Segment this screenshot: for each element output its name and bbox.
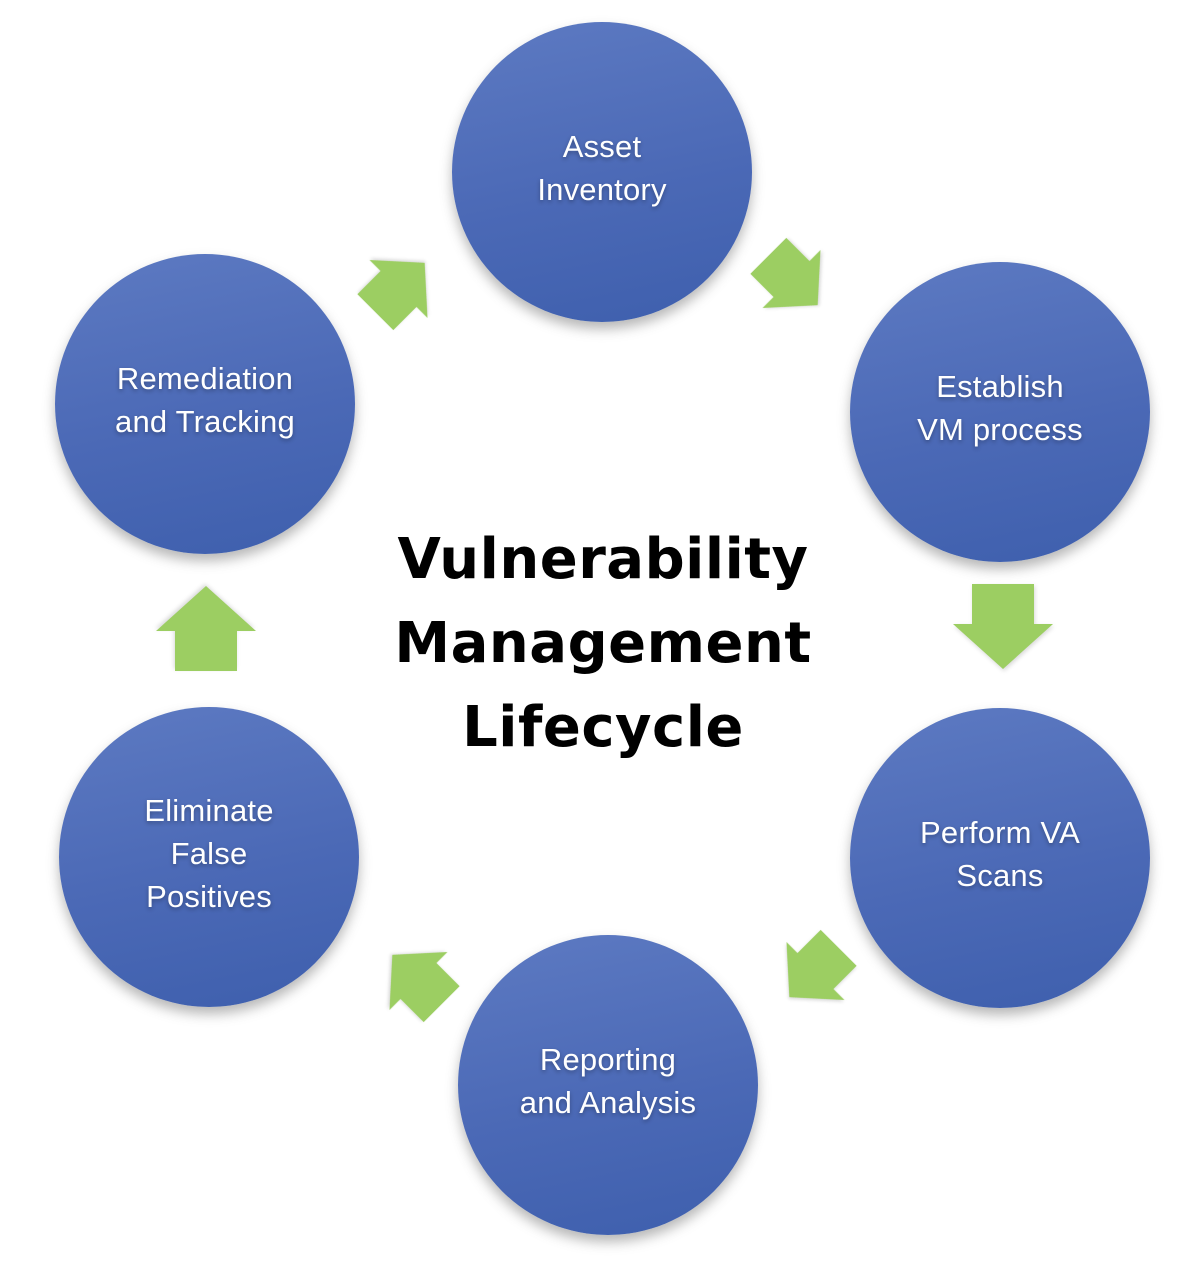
arrow-reporting-to-eliminate-icon: [363, 926, 470, 1033]
node-reporting-and-analysis: Reporting and Analysis: [458, 935, 758, 1235]
node-label-line: Scans: [956, 858, 1044, 893]
diagram-title-line: Management: [394, 611, 812, 676]
node-label-line: Reporting: [539, 1042, 677, 1077]
node-label-line: Asset: [562, 129, 642, 164]
node-establish-vm-process-label: Establish VM process: [917, 365, 1083, 451]
arrow-eliminate-to-remediation-icon: [156, 586, 256, 671]
node-asset-inventory: Asset Inventory: [452, 22, 752, 322]
arrow-perform-to-reporting-icon: [760, 919, 867, 1026]
node-label-line: Remediation: [116, 361, 294, 396]
diagram-title-line: Lifecycle: [462, 695, 744, 760]
node-label-line: and Analysis: [519, 1085, 697, 1120]
node-eliminate-false-positives: Eliminate False Positives: [59, 707, 359, 1007]
node-label-line: Eliminate: [144, 792, 274, 828]
node-reporting-and-analysis-label: Reporting and Analysis: [520, 1038, 696, 1124]
diagram-title-line: Vulnerability: [397, 527, 809, 592]
node-eliminate-false-positives-label: Eliminate False Positives: [144, 789, 273, 918]
node-label-line: Establish: [936, 369, 1064, 404]
arrow-asset-to-establish-icon: [739, 227, 846, 334]
arrow-remediation-to-asset-icon: [346, 234, 453, 341]
node-label-line: Positives: [146, 878, 272, 914]
node-remediation-and-tracking: Remediation and Tracking: [55, 254, 355, 554]
node-perform-va-scans-label: Perform VA Scans: [920, 811, 1080, 897]
node-label-line: False: [170, 835, 248, 871]
node-perform-va-scans: Perform VA Scans: [850, 708, 1150, 1008]
diagram-title: Vulnerability Management Lifecycle: [303, 518, 903, 770]
node-label-line: and Tracking: [115, 404, 295, 439]
arrow-establish-to-perform-icon: [953, 584, 1053, 669]
node-label-line: Inventory: [537, 172, 667, 207]
node-asset-inventory-label: Asset Inventory: [537, 125, 666, 211]
node-label-line: VM process: [917, 412, 1083, 447]
node-label-line: Perform VA: [920, 815, 1080, 850]
node-remediation-and-tracking-label: Remediation and Tracking: [115, 357, 295, 443]
node-establish-vm-process: Establish VM process: [850, 262, 1150, 562]
